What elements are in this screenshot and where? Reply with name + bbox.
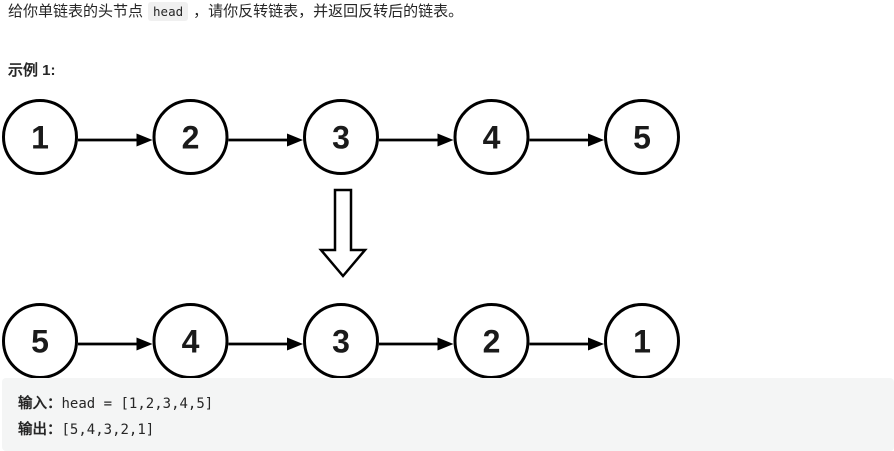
original-list-node bbox=[2, 99, 78, 175]
example-io-block: 输入：head = [1,2,3,4,5] 输出：[5,4,3,2,1] bbox=[2, 378, 894, 451]
original-list-node-value: 1 bbox=[31, 120, 49, 156]
down-arrow-icon bbox=[318, 188, 368, 278]
linked-list-diagram: 1 2 3 4 5 5 4 3 2 1 bbox=[2, 99, 680, 379]
next-pointer-arrowhead-icon bbox=[437, 133, 454, 147]
original-list-node bbox=[152, 99, 229, 175]
reversed-list-node-value: 5 bbox=[31, 324, 49, 360]
next-pointer-arrowhead-icon bbox=[136, 133, 153, 147]
original-list-node bbox=[453, 99, 530, 175]
next-pointer-arrowhead-icon bbox=[588, 133, 604, 147]
reversed-list-node bbox=[453, 303, 530, 379]
reversed-list-node-value: 1 bbox=[633, 324, 651, 360]
next-pointer-arrowhead-icon bbox=[287, 337, 303, 351]
reversed-list-node bbox=[2, 303, 78, 379]
next-pointer-arrowhead-icon bbox=[136, 337, 153, 351]
original-list-node-value: 3 bbox=[332, 120, 350, 156]
inline-code-head: head bbox=[148, 2, 189, 21]
description-prefix: 给你单链表的头节点 bbox=[8, 3, 144, 20]
description-suffix: ，请你反转链表，并返回反转后的链表。 bbox=[193, 3, 464, 20]
reversed-list-node bbox=[604, 303, 680, 379]
original-list-node bbox=[303, 99, 379, 175]
input-value: head = [1,2,3,4,5] bbox=[61, 396, 214, 412]
original-list-node-value: 2 bbox=[182, 120, 200, 156]
original-list-node-value: 5 bbox=[633, 120, 651, 156]
example-heading: 示例 1: bbox=[8, 62, 56, 79]
reversed-list-node bbox=[152, 303, 229, 379]
reversed-list-node bbox=[303, 303, 379, 379]
input-line: 输入：head = [1,2,3,4,5] bbox=[18, 391, 878, 417]
reversed-list-node-value: 3 bbox=[332, 324, 350, 360]
output-value: [5,4,3,2,1] bbox=[61, 422, 155, 438]
original-list-node-value: 4 bbox=[483, 120, 501, 156]
reversed-list-node-value: 2 bbox=[483, 324, 501, 360]
output-label: 输出： bbox=[18, 422, 62, 438]
input-label: 输入： bbox=[18, 396, 62, 412]
reversed-list-node-value: 4 bbox=[182, 324, 200, 360]
original-list-node bbox=[604, 99, 680, 175]
next-pointer-arrowhead-icon bbox=[588, 337, 604, 351]
next-pointer-arrowhead-icon bbox=[437, 337, 454, 351]
next-pointer-arrowhead-icon bbox=[287, 133, 303, 147]
output-line: 输出：[5,4,3,2,1] bbox=[18, 417, 878, 443]
